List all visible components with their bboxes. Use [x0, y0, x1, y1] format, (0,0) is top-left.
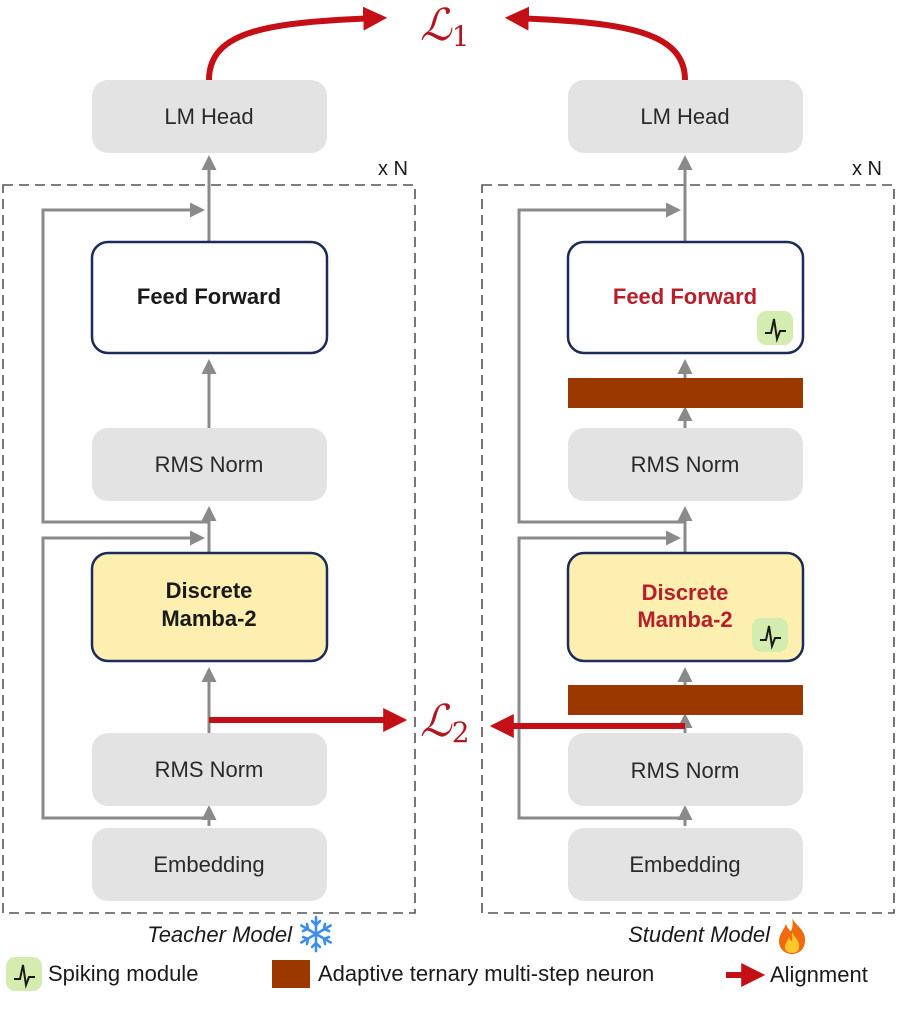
- legend-spiking-label: Spiking module: [48, 961, 198, 986]
- student-neuron-bar-bottom: [568, 685, 803, 715]
- student-lm-head-box: [568, 80, 803, 153]
- student-mamba-box: [566, 551, 805, 663]
- legend-neuron-label: Adaptive ternary multi-step neuron: [318, 961, 654, 986]
- student-connectors: [517, 155, 693, 826]
- l1-alignment-arrow-teacher: [206, 6, 388, 81]
- legend: Spiking module Adaptive ternary multi-st…: [6, 957, 868, 991]
- student-caption: Student Model: [628, 922, 771, 947]
- snowflake-icon: [300, 915, 332, 953]
- loss-l1: ℒ1: [420, 0, 470, 53]
- spike-icon: [765, 318, 786, 343]
- teacher-mamba-box: [90, 551, 329, 663]
- student-feed-forward-box: [566, 240, 805, 355]
- teacher-mamba-label-line2: Mamba-2: [161, 606, 256, 631]
- student-lm-head-label: LM Head: [640, 104, 729, 129]
- teacher-rms-norm-top-label: RMS Norm: [155, 452, 264, 477]
- teacher-feed-forward-label: Feed Forward: [137, 284, 281, 309]
- student-repeat-label: x N: [852, 158, 882, 180]
- l1-alignment-arrow-student: [504, 6, 688, 81]
- legend-neuron-swatch: [272, 960, 310, 988]
- student-rms-norm-bottom-label: RMS Norm: [631, 758, 740, 783]
- teacher-caption: Teacher Model: [147, 922, 293, 947]
- spike-icon: [14, 964, 35, 989]
- teacher-mamba-label-line1: Discrete: [166, 578, 253, 603]
- teacher-rms-norm-bottom-box: [92, 733, 327, 806]
- legend-alignment-label: Alignment: [770, 962, 868, 987]
- student-model: x N LM Head Feed Forward RMS Norm Discre…: [481, 80, 895, 954]
- student-rms-norm-top-label: RMS Norm: [631, 452, 740, 477]
- spiking-module-badge-mamba: [752, 618, 788, 652]
- student-feed-forward-label: Feed Forward: [613, 284, 757, 309]
- teacher-embedding-label: Embedding: [153, 852, 264, 877]
- teacher-layer-dashed-box: [2, 184, 416, 914]
- spiking-module-badge-ffn: [757, 311, 793, 345]
- student-rms-norm-top-box: [568, 428, 803, 501]
- teacher-repeat-label: x N: [378, 158, 408, 180]
- spike-icon: [760, 625, 781, 650]
- legend-spiking-swatch: [6, 957, 42, 991]
- teacher-embedding-box: [92, 828, 327, 901]
- teacher-model: x N LM Head Feed Forward RMS Norm Discre…: [2, 80, 416, 953]
- teacher-rms-norm-bottom-label: RMS Norm: [155, 757, 264, 782]
- teacher-lm-head-box: [92, 80, 327, 153]
- fire-icon: [779, 918, 806, 954]
- teacher-connectors: [41, 155, 217, 826]
- student-embedding-box: [568, 828, 803, 901]
- student-mamba-label-line2: Mamba-2: [637, 607, 732, 632]
- student-mamba-label-line1: Discrete: [642, 580, 729, 605]
- student-embedding-label: Embedding: [629, 852, 740, 877]
- student-rms-norm-bottom-box: [568, 733, 803, 806]
- teacher-feed-forward-box: [90, 240, 329, 355]
- student-neuron-bar-top: [568, 378, 803, 408]
- teacher-rms-norm-top-box: [92, 428, 327, 501]
- loss-l2: ℒ2: [420, 696, 470, 749]
- student-layer-dashed-box: [481, 184, 895, 914]
- teacher-lm-head-label: LM Head: [164, 104, 253, 129]
